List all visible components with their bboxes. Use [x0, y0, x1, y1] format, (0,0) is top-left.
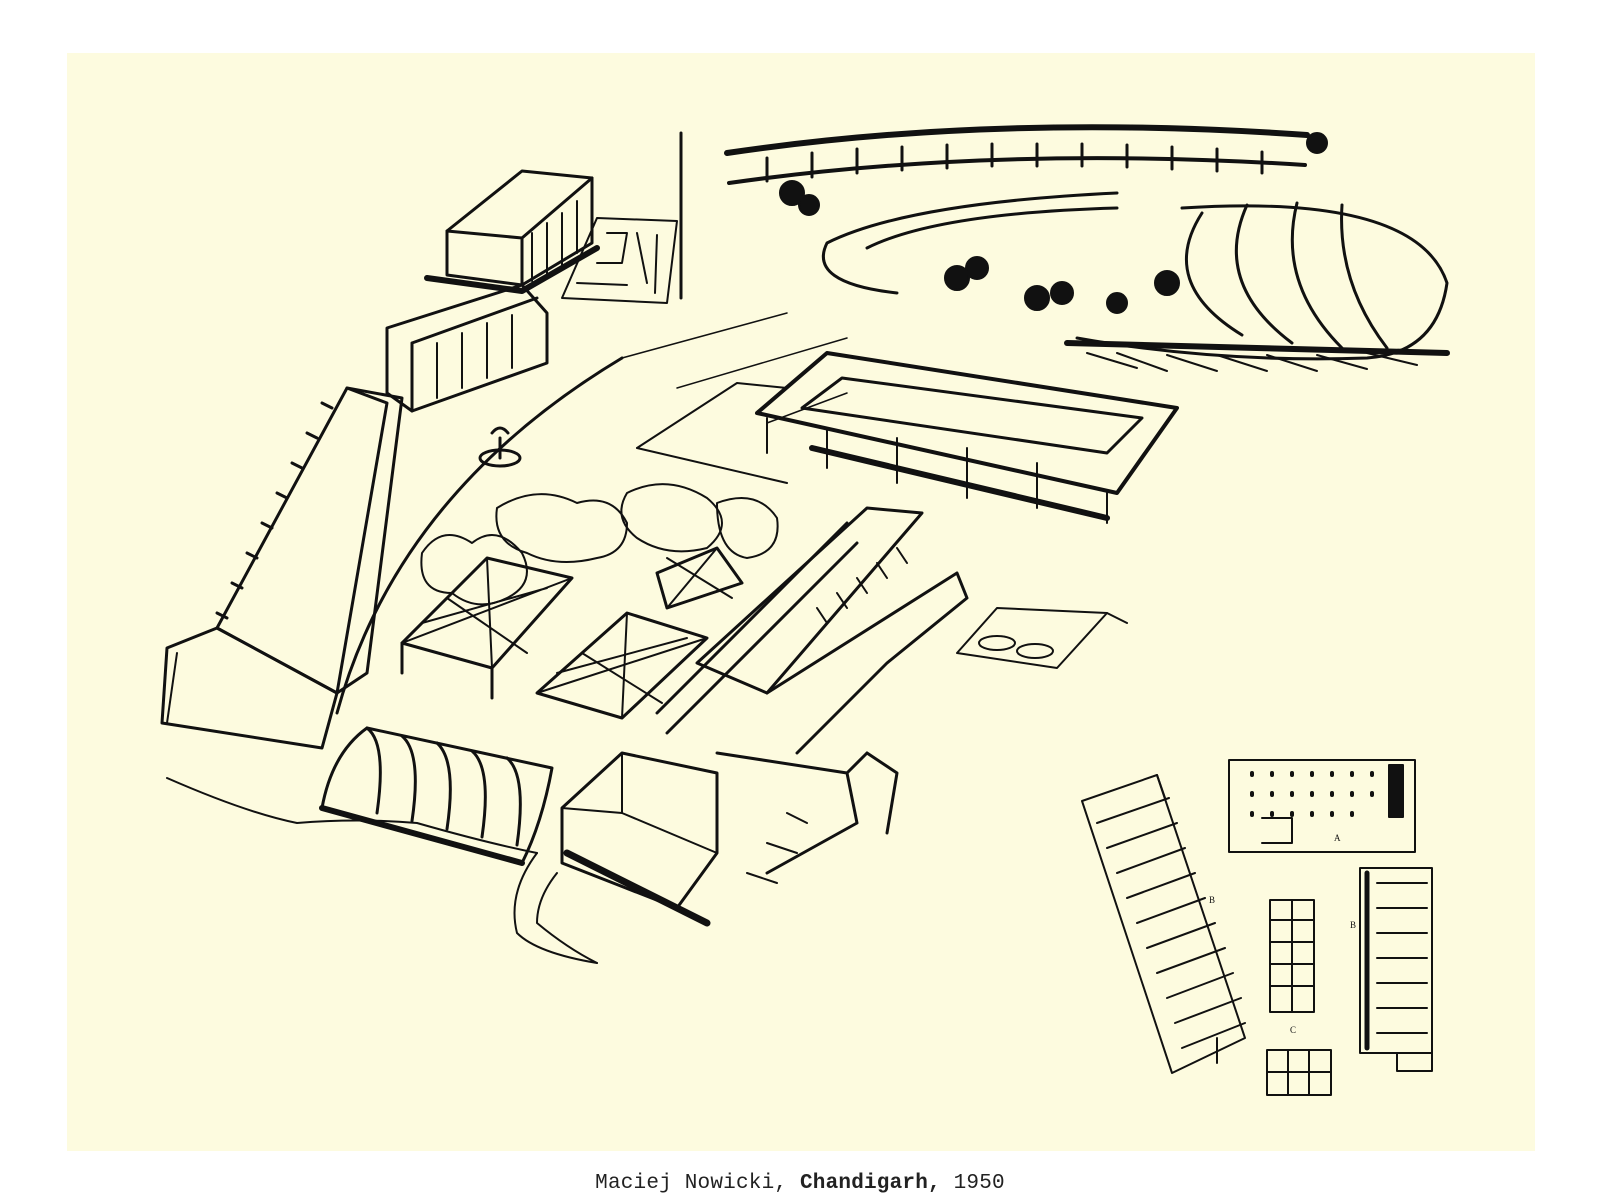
figure-caption: Maciej Nowicki, Chandigarh, 1950 [0, 1172, 1600, 1195]
truss-pavilion-3 [655, 546, 744, 610]
plan-label-c: C [1290, 1025, 1296, 1035]
caption-author: Maciej Nowicki [595, 1172, 775, 1195]
truss-pavilion-1 [400, 556, 574, 700]
plan-block-a [1228, 759, 1416, 853]
stepped-building [560, 506, 969, 927]
architectural-sketch: A B B C [67, 53, 1535, 1151]
curved-colonnade [724, 124, 1310, 185]
caption-year: 1950 [940, 1172, 1005, 1195]
plan-label-b: B [1209, 895, 1215, 905]
block-building-top [424, 169, 600, 294]
caption-title-suffix: , [928, 1172, 941, 1195]
sketch-drawing: A B B C [160, 124, 1450, 1096]
fountain [478, 426, 522, 468]
caption-separator: , [774, 1172, 800, 1195]
plan-slab-b [1081, 774, 1246, 1074]
caption-title: Chandigarh [799, 1172, 929, 1195]
paved-pattern [561, 217, 678, 304]
slab-building-left [160, 386, 404, 750]
parking-area [956, 607, 1108, 669]
plan-grid-c [1266, 899, 1332, 1096]
tree-cluster [779, 132, 1328, 314]
courtyard-building [636, 351, 1179, 524]
arcade-building [385, 283, 549, 413]
truss-pavilion-2 [535, 611, 709, 720]
plan-slab-b2 [1359, 867, 1433, 1072]
ground-lines [166, 612, 1128, 964]
tree-grove [420, 483, 779, 606]
amphitheater [821, 191, 1450, 372]
plan-label-b2: B [1350, 920, 1356, 930]
vaulted-building [319, 726, 554, 866]
plan-label-a: A [1334, 833, 1341, 843]
curved-road [335, 356, 624, 715]
